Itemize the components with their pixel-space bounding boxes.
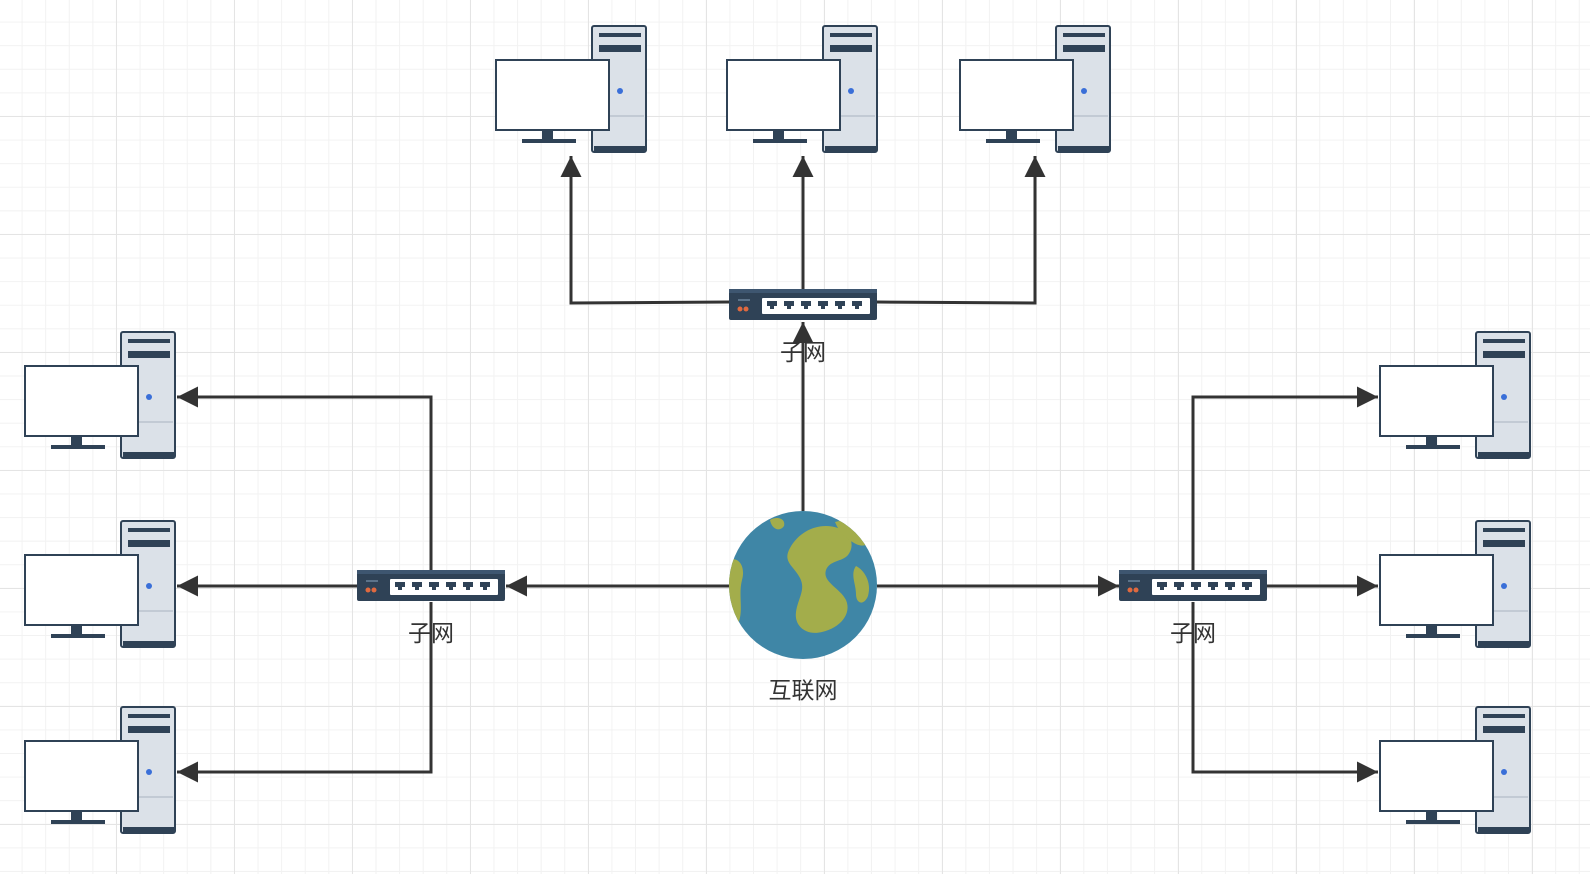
network-switch-icon[interactable] (729, 289, 877, 320)
desktop-computer-icon[interactable] (1379, 331, 1531, 459)
globe-icon[interactable] (728, 511, 877, 659)
edge-subnet-left-to-computer-1 (177, 386, 433, 570)
desktop-computer-icon[interactable] (959, 25, 1111, 153)
edge-subnet-top-to-computer-3 (876, 156, 1046, 305)
desktop-computer-icon[interactable] (1379, 520, 1531, 648)
subnet-left-label: 子网 (408, 621, 454, 647)
network-switch-icon[interactable] (357, 570, 505, 601)
subnet-top-label: 子网 (780, 340, 826, 366)
desktop-computer-icon[interactable] (24, 706, 176, 834)
edge-subnet-left-to-computer-3 (177, 602, 433, 783)
network-switch-icon[interactable] (1119, 570, 1267, 601)
desktop-computer-icon[interactable] (1379, 706, 1531, 834)
desktop-computer-icon[interactable] (495, 25, 647, 153)
desktop-computer-icon[interactable] (24, 331, 176, 459)
internet-label: 互联网 (769, 678, 838, 704)
edge-subnet-right-to-computer-3 (1191, 602, 1378, 783)
edge-subnet-top-to-computer-1 (560, 156, 730, 305)
desktop-computer-icon[interactable] (726, 25, 878, 153)
subnet-right-label: 子网 (1170, 621, 1216, 647)
desktop-computer-icon[interactable] (24, 520, 176, 648)
computers (24, 25, 1531, 834)
connections (177, 156, 1378, 783)
edge-subnet-right-to-computer-1 (1191, 386, 1378, 570)
